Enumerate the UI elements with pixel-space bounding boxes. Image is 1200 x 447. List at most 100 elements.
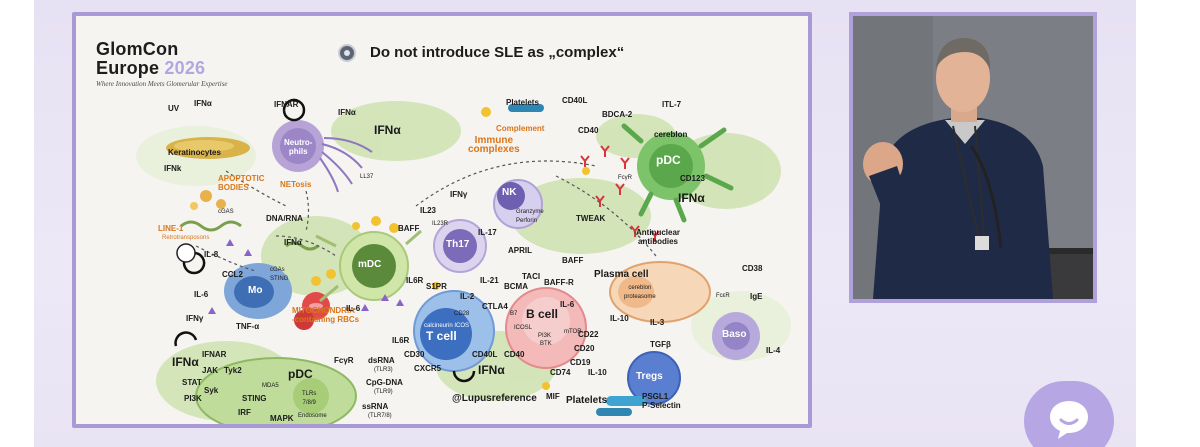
label-cd40-mid: CD40 [504, 350, 525, 359]
label-retrotransposons: Retrotransposons [162, 235, 210, 241]
immunology-diagram: UV IFNα Keratinocytes IFNk IFNAR IFNα Ne… [76, 96, 808, 424]
label-cd19: CD19 [570, 358, 591, 367]
label-tregs: Tregs [636, 371, 663, 382]
label-il6r-low: IL6R [392, 336, 410, 345]
slide-headline: Do not introduce SLE as „complex“ [370, 44, 625, 61]
label-fcyr-low: FcγR [334, 356, 354, 365]
label-tyk2: Tyk2 [224, 366, 242, 375]
label-plasma-cell: Plasma cell [594, 269, 649, 280]
label-irf: IRF [238, 408, 251, 417]
label-ifna-left: IFNα [172, 355, 199, 369]
label-calcineurin: calcineurin ICOS [424, 323, 470, 329]
label-ccl2: CCL2 [222, 270, 243, 279]
speaker-video [853, 16, 1093, 299]
label-mdc: mDC [358, 259, 382, 270]
label-cxcr5: CXCR5 [414, 364, 442, 373]
diagram-artwork [136, 98, 791, 424]
label-granzyme: Granzyme Perforin [516, 209, 544, 224]
label-cgas-sting: cGAs STING [270, 267, 289, 282]
label-cd38: CD38 [742, 264, 763, 273]
label-cd123: CD123 [680, 174, 705, 183]
label-cd40l-top: CD40L [562, 96, 588, 105]
label-immune-complexes: Immune complexes [468, 135, 520, 155]
label-baff-top: BAFF [398, 224, 420, 233]
label-il4: IL-4 [766, 346, 781, 355]
label-complement: Complement [496, 124, 545, 133]
label-pdc-top: pDC [656, 153, 681, 167]
label-line1: LINE-1 [158, 224, 184, 233]
label-baff-right: BAFF [562, 256, 584, 265]
label-bdca2: BDCA-2 [602, 110, 633, 119]
label-dsrna: dsRNA [368, 356, 395, 365]
label-endosome: Endosome [298, 413, 327, 419]
label-tgfb: TGFβ [650, 340, 671, 349]
label-apoptotic-bodies: APOPTOTIC BODIES [218, 174, 265, 192]
label-pi3k-b: PI3K [538, 333, 552, 339]
label-cd28: CD28 [454, 311, 470, 317]
label-icosl: ICOSL [514, 325, 533, 331]
label-ifny-left: IFNγ [186, 314, 204, 323]
label-nk: NK [502, 187, 517, 198]
label-ifna-cloud1: IFNα [374, 123, 401, 137]
label-il10-plasma: IL-10 [610, 314, 629, 323]
label-mo: Mo [248, 285, 263, 296]
label-psgl1: PSGL1 P-Selectin [642, 392, 681, 410]
label-april: APRIL [508, 246, 532, 255]
label-il10-low: IL-10 [588, 368, 607, 377]
label-ifna-right: IFNα [678, 191, 705, 205]
label-syk: Syk [204, 386, 219, 395]
label-itl7: ITL-7 [662, 100, 682, 109]
label-th17: Th17 [446, 239, 470, 250]
label-pi3k-left: PI3K [184, 394, 202, 403]
label-ifna-top: IFNα [194, 99, 212, 108]
label-ifnk: IFNk [164, 164, 182, 173]
label-tweak: TWEAK [576, 214, 606, 223]
label-b7: B7 [510, 311, 518, 317]
label-il6-mid: IL-6 [346, 304, 361, 313]
label-stat: STAT [182, 378, 202, 387]
label-ifnar-low: IFNAR [202, 350, 227, 359]
conference-logo: GlomCon Europe 2026 [96, 40, 205, 78]
label-lupusreference: @Lupusreference [452, 393, 537, 404]
label-cd30: CD30 [404, 350, 425, 359]
label-tlr3: (TLR3) [374, 367, 393, 373]
label-netosis: NETosis [280, 180, 312, 189]
logo-line2: Europe [96, 58, 160, 78]
label-tlrs: TLRs 7/8/9 [302, 391, 317, 406]
label-dna-rna: DNA/RNA [266, 214, 303, 223]
label-tnfa: TNF-α [236, 322, 260, 331]
chat-bubble-icon [1050, 401, 1088, 439]
label-neutrophils: Neutro- phils [284, 138, 313, 156]
label-mitochondria: MITOCHONDRIA -containing RBCs [292, 306, 360, 324]
label-fcyr-top: FcγR [618, 175, 632, 181]
label-ll37: LL37 [360, 174, 374, 180]
label-baso: Baso [722, 329, 747, 340]
label-s1pr: S1PR [426, 282, 447, 291]
label-bcma: BCMA [504, 282, 528, 291]
label-il6r: IL6R [406, 276, 424, 285]
label-il2: IL-2 [460, 292, 475, 301]
label-tlr9: (TLR9) [374, 389, 393, 395]
label-il8: IL-8 [204, 250, 219, 259]
label-jak: JAK [202, 366, 219, 375]
label-keratinocytes: Keratinocytes [168, 148, 221, 157]
label-il3: IL-3 [650, 318, 665, 327]
label-cd74: CD74 [550, 368, 571, 377]
label-mtor: mTOR [564, 329, 582, 335]
logo-year: 2026 [164, 58, 206, 78]
label-t-cell: T cell [426, 329, 457, 343]
label-ifny-mid: IFNγ [450, 190, 468, 199]
label-mda5: MDA5 [262, 383, 279, 389]
label-pdc-low: pDC [288, 367, 313, 381]
label-platelets-top: Platelets [506, 98, 539, 107]
label-mif: MIF [546, 392, 560, 401]
label-ctla4: CTLA4 [482, 302, 508, 311]
label-antinuclear: Antinuclear antibodies [636, 228, 681, 246]
label-mapk: MAPK [270, 414, 294, 423]
label-ifna-neutrophil: IFNα [338, 108, 356, 117]
label-il23r: IL23R [432, 221, 449, 227]
label-cd40l-mid: CD40L [472, 350, 498, 359]
label-sting-low: STING [242, 394, 267, 403]
chat-button[interactable] [1024, 381, 1114, 447]
label-il17: IL-17 [478, 228, 497, 237]
